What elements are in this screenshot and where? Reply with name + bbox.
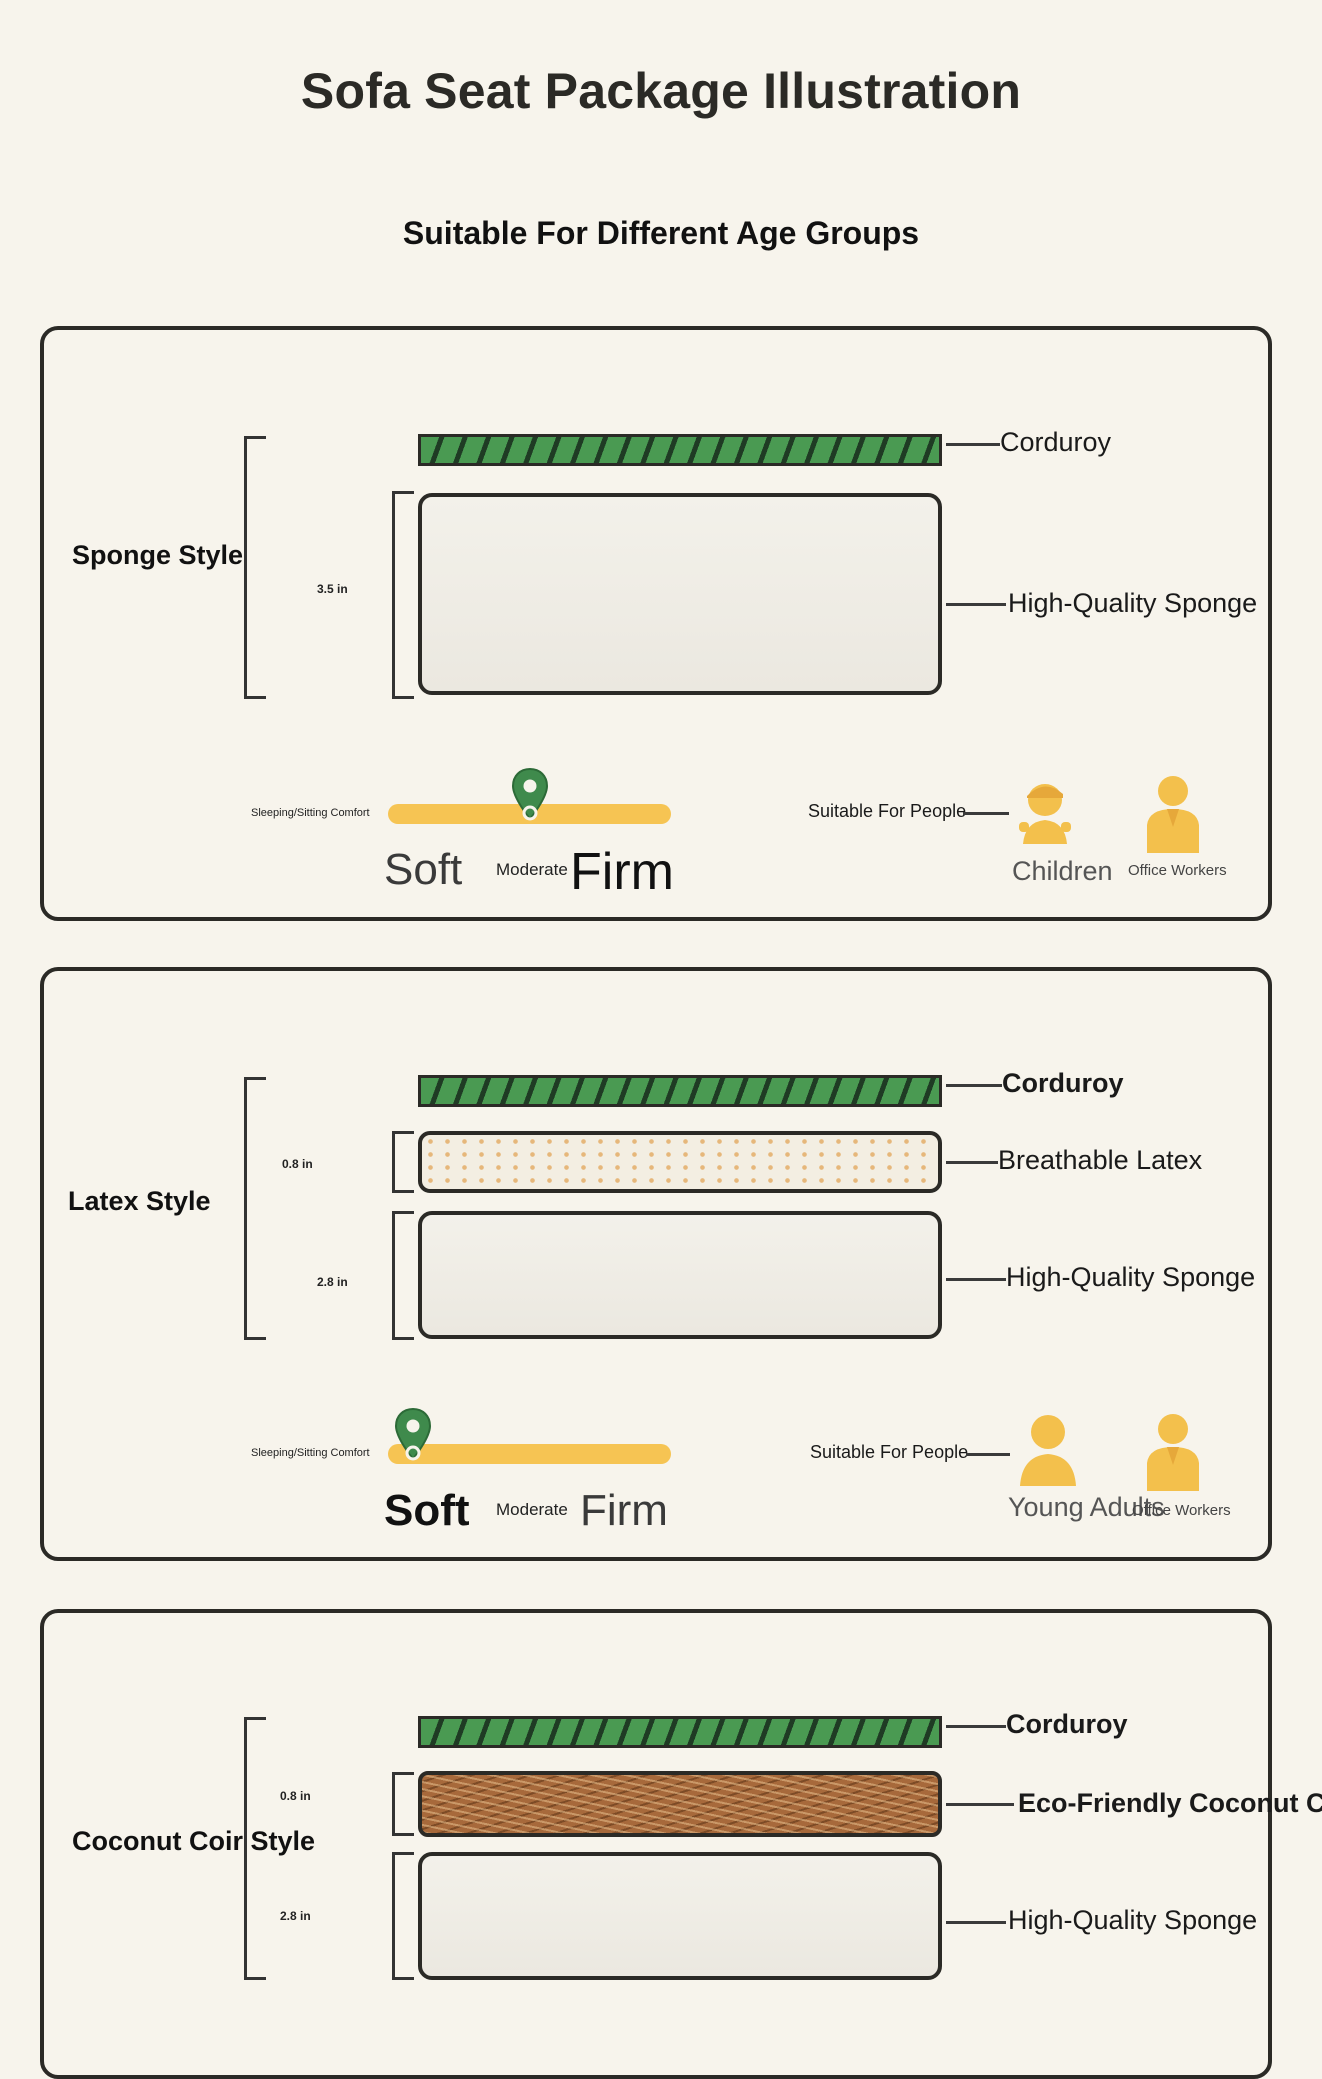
person-caption: Young Adults <box>1008 1492 1165 1522</box>
leader-line <box>946 1725 1006 1728</box>
person-caption: Office Workers <box>1128 862 1227 879</box>
section-title: Latex Style <box>68 1186 211 1216</box>
layer-label-corduroy: Corduroy <box>1002 1068 1124 1098</box>
layer-label-sponge: High-Quality Sponge <box>1008 588 1258 618</box>
section-title: Sponge Style <box>72 540 244 570</box>
person-caption: Children <box>1012 856 1113 886</box>
total-thickness-bracket <box>244 1717 266 1980</box>
young-adult-icon <box>1020 1415 1076 1486</box>
leader-line <box>966 1453 1010 1456</box>
people-label: Suitable For People <box>810 1442 969 1462</box>
leader-line <box>946 1278 1006 1281</box>
coconut-coir-layer <box>418 1771 942 1837</box>
page-title: Sofa Seat Package Illustration <box>300 63 1022 119</box>
sponge-layer <box>418 493 942 695</box>
scale-moderate: Moderate <box>496 860 568 879</box>
leader-line <box>946 1803 1014 1806</box>
thickness-label: 0.8 in <box>282 1157 313 1171</box>
layer-bracket <box>392 1211 414 1340</box>
corduroy-layer <box>418 434 942 466</box>
section-title: Coconut Coir Style <box>72 1826 316 1856</box>
comfort-label: Sleeping/Sitting Comfort <box>251 1447 370 1459</box>
corduroy-layer <box>418 1075 942 1107</box>
thickness-label: 2.8 in <box>317 1275 348 1289</box>
location-pin-icon <box>395 1407 432 1461</box>
office-worker-icon <box>1147 776 1199 853</box>
leader-line <box>963 812 1009 815</box>
layer-label-latex: Breathable Latex <box>998 1145 1203 1175</box>
leader-line <box>946 1921 1006 1924</box>
total-thickness-bracket <box>244 1077 266 1340</box>
layer-bracket <box>392 1131 414 1193</box>
scale-soft: Soft <box>384 845 463 894</box>
comfort-label: Sleeping/Sitting Comfort <box>251 807 370 819</box>
comfort-slider <box>388 1444 671 1464</box>
thickness-label: 2.8 in <box>280 1909 311 1923</box>
office-worker-icon <box>1147 1414 1199 1491</box>
layer-label-corduroy: Corduroy <box>1000 427 1112 457</box>
layer-bracket <box>392 491 414 699</box>
page-subtitle: Suitable For Different Age Groups <box>402 215 920 251</box>
scale-firm: Firm <box>580 1486 668 1535</box>
total-thickness-bracket <box>244 436 266 699</box>
leader-line <box>946 603 1006 606</box>
sponge-layer <box>418 1211 942 1339</box>
thickness-label: 3.5 in <box>317 582 348 596</box>
layer-label-coconut-coir: Eco-Friendly Coconut Coir <box>1018 1788 1322 1818</box>
child-icon <box>1019 784 1071 844</box>
latex-layer <box>418 1131 942 1193</box>
sponge-style-panel <box>40 326 1272 921</box>
scale-moderate: Moderate <box>496 1500 568 1519</box>
layer-label-sponge: High-Quality Sponge <box>1008 1905 1258 1935</box>
location-pin-icon <box>511 767 548 821</box>
sponge-layer <box>418 1852 942 1980</box>
leader-line <box>946 443 1000 446</box>
corduroy-layer <box>418 1716 942 1748</box>
scale-soft: Soft <box>384 1486 470 1535</box>
layer-bracket <box>392 1852 414 1980</box>
layer-label-sponge: High-Quality Sponge <box>1006 1262 1256 1292</box>
layer-bracket <box>392 1772 414 1836</box>
layer-label-corduroy: Corduroy <box>1006 1709 1128 1739</box>
people-label: Suitable For People <box>808 801 967 821</box>
thickness-label: 0.8 in <box>280 1789 311 1803</box>
leader-line <box>946 1084 1002 1087</box>
scale-firm: Firm <box>570 843 674 901</box>
person-caption: Office Workers <box>1132 1502 1231 1519</box>
latex-style-panel <box>40 967 1272 1561</box>
leader-line <box>946 1161 998 1164</box>
